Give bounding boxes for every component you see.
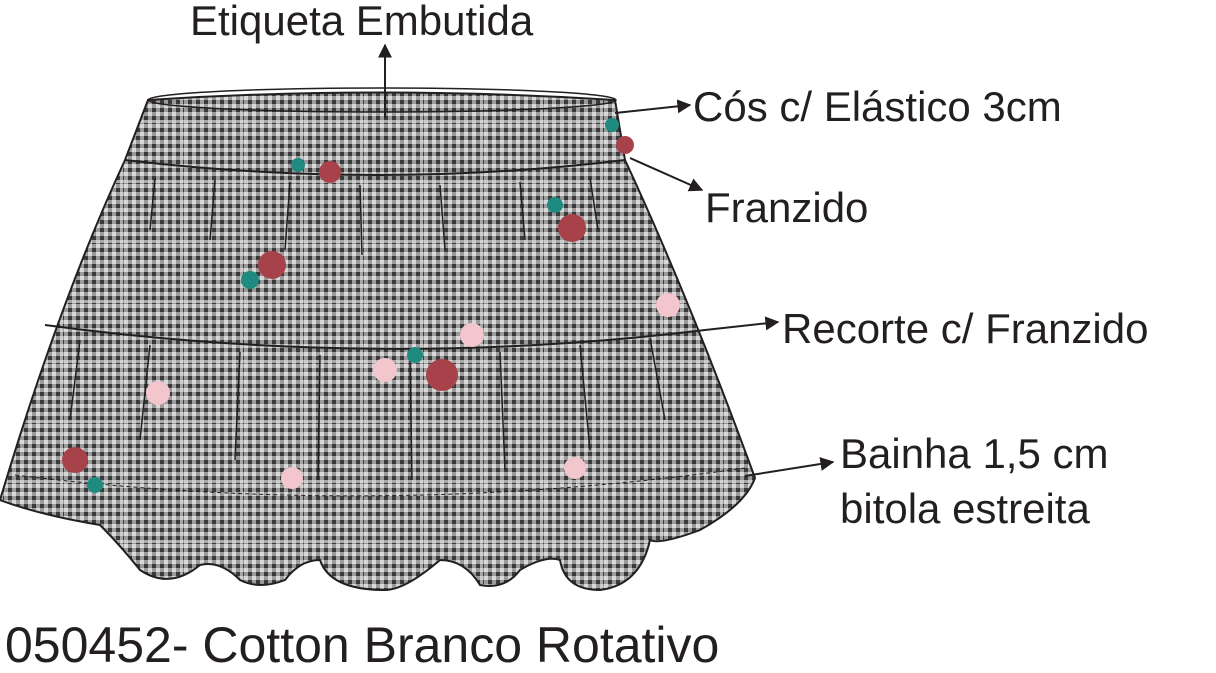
arrow-cut [704,316,780,331]
tier-seam [44,324,706,350]
label-cut: Recorte c/ Franzido [782,305,1149,352]
label-hem-line1: Bainha 1,5 cm [840,430,1109,477]
floral-print [62,118,680,493]
arrow-waistband [614,99,692,114]
caption: 050452- Cotton Branco Rotativo [5,617,720,673]
skirt-body [0,91,757,592]
label-tag: Etiqueta Embutida [190,0,534,44]
arrow-hem [744,457,835,477]
label-gathered: Franzido [705,184,869,231]
label-waistband: Cós c/ Elástico 3cm [693,83,1062,130]
waistband [124,159,626,176]
label-hem-line2: bitola estreita [840,485,1090,532]
hem-stitch [14,467,746,497]
arrow-gathered [629,157,704,192]
gather-lines [69,177,666,481]
